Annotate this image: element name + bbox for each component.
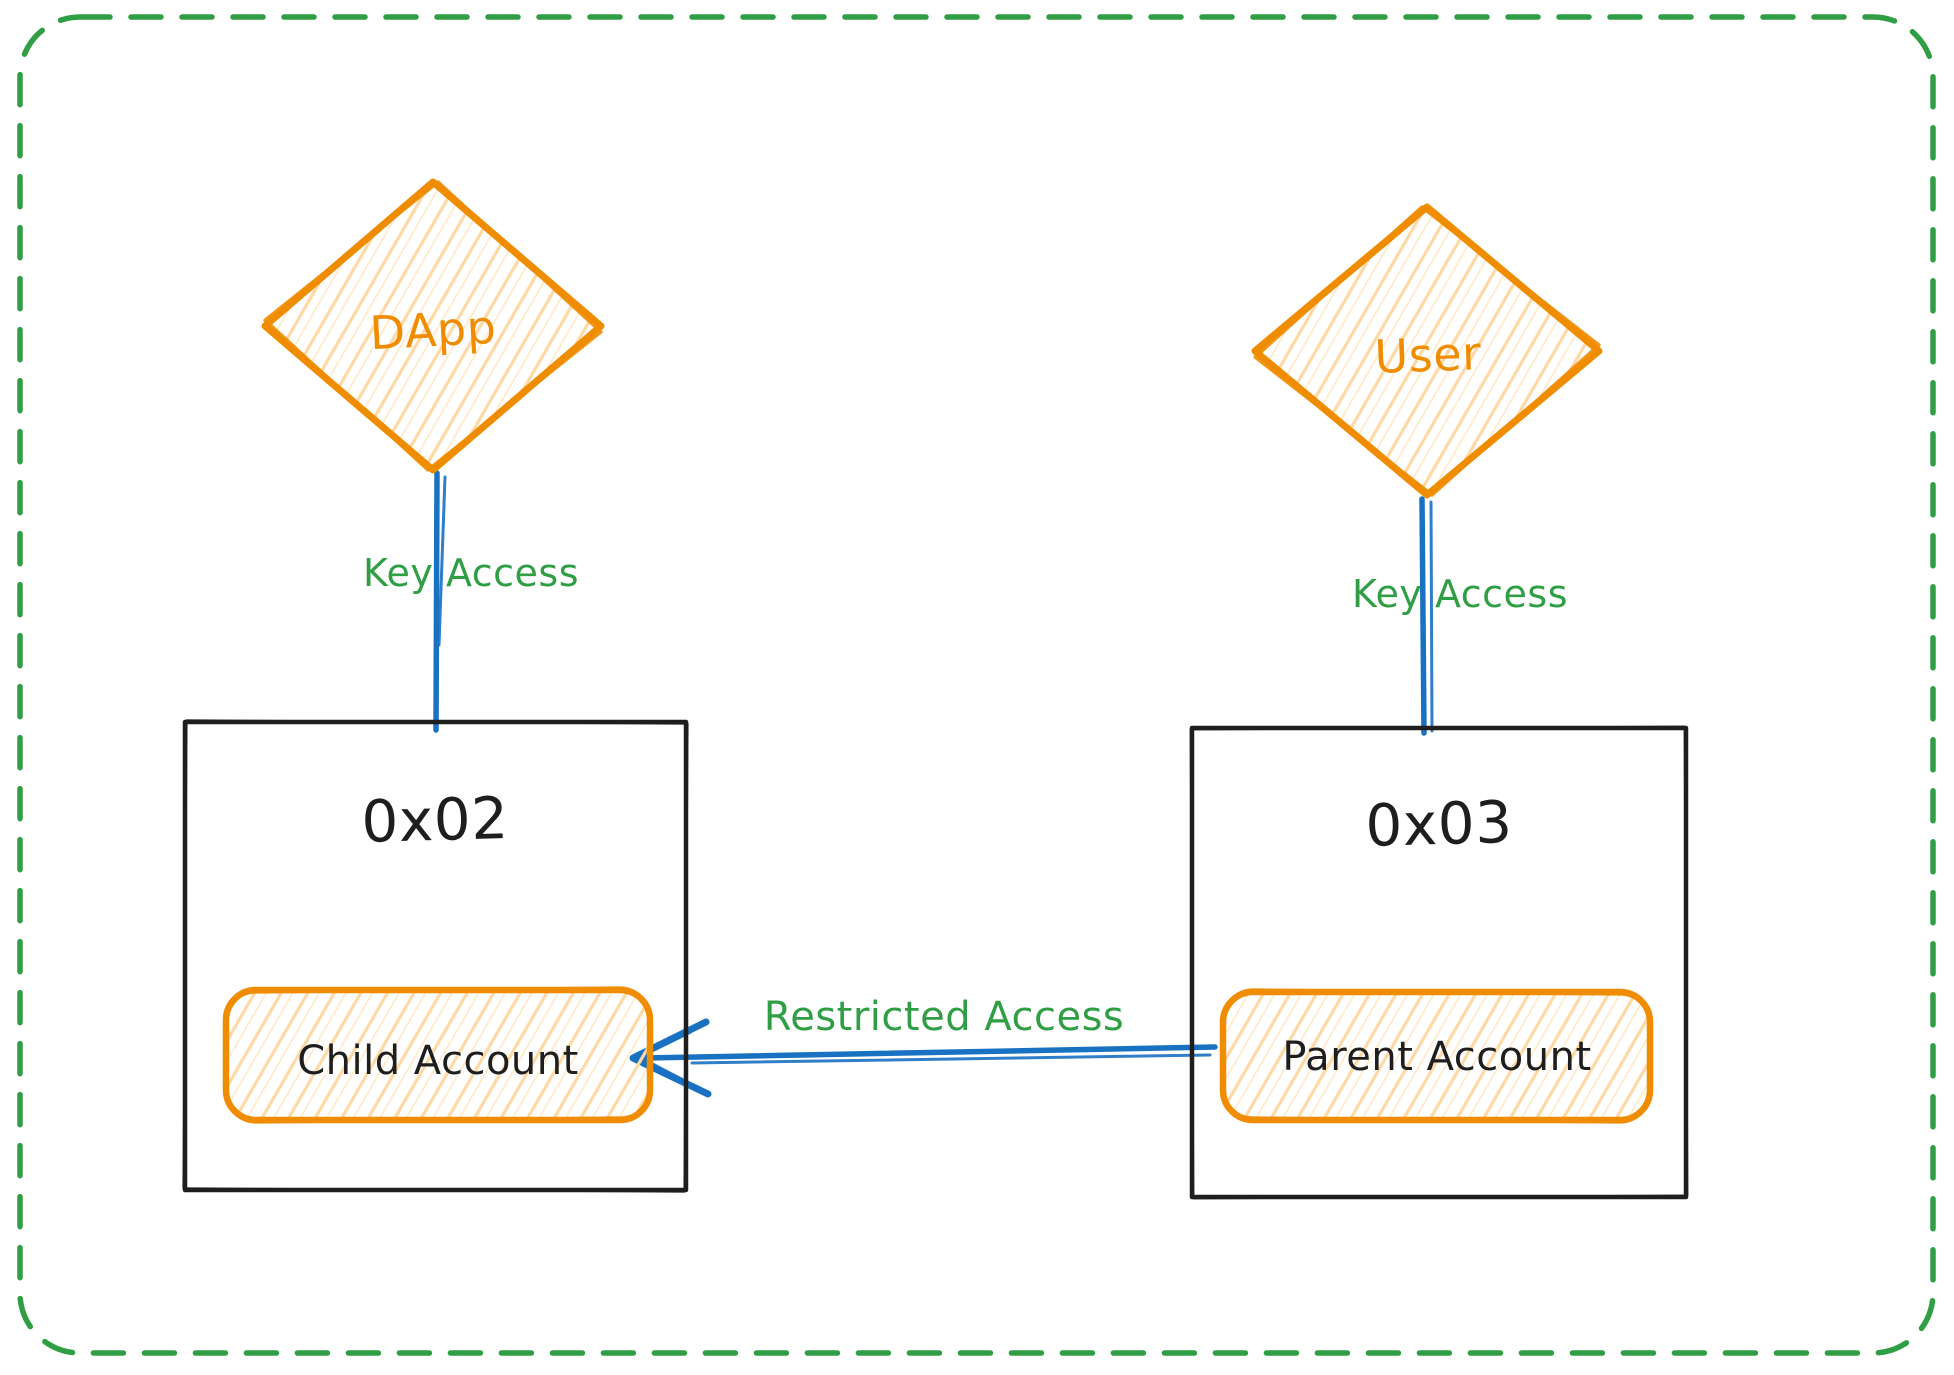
key-access-label-left: Key Access — [363, 551, 579, 595]
child-account-label: Child Account — [297, 1038, 579, 1084]
child-wallet-address: 0x02 — [361, 784, 510, 856]
edge-user-key-access: Key Access — [1352, 496, 1568, 736]
user-label: User — [1374, 326, 1483, 384]
edge-restricted-access: Restricted Access — [629, 994, 1218, 1098]
dapp-label: DApp — [368, 300, 497, 361]
child-account-pill: Child Account — [222, 986, 654, 1124]
parent-wallet-box: 0x03 Parent Account — [1189, 725, 1689, 1200]
parent-wallet-address: 0x03 — [1365, 788, 1514, 860]
parent-account-label: Parent Account — [1282, 1034, 1591, 1080]
child-wallet-box: 0x02 Child Account — [182, 719, 689, 1193]
user-diamond: User — [1251, 203, 1603, 499]
key-access-label-right: Key Access — [1352, 572, 1568, 616]
dashed-frame — [17, 14, 1936, 1356]
edge-dapp-key-access: Key Access — [363, 470, 579, 733]
restricted-access-label: Restricted Access — [764, 994, 1125, 1040]
parent-account-pill: Parent Account — [1219, 988, 1654, 1124]
dapp-diamond: DApp — [261, 178, 605, 474]
